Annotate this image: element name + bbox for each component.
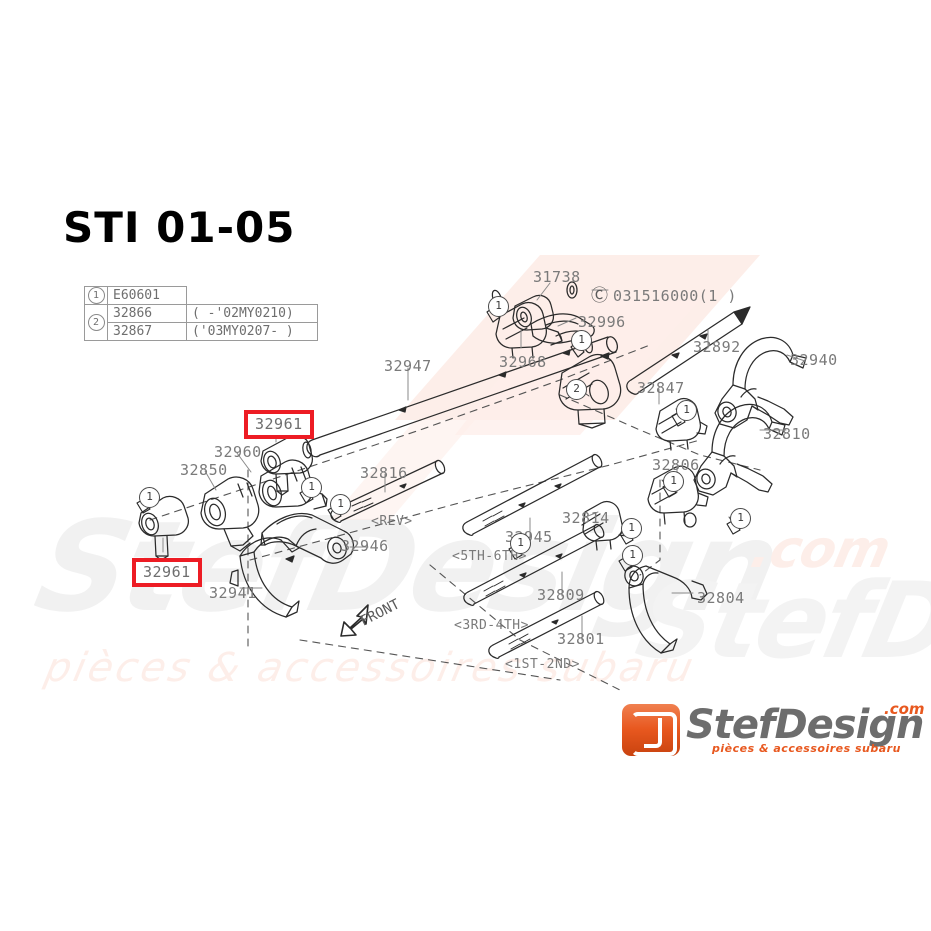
part-label-0315160001: 031516000(1 ) xyxy=(613,287,737,305)
part-label-32801: 32801 xyxy=(557,630,605,648)
part-label-32809: 32809 xyxy=(537,586,585,604)
circle-number-2: 2 xyxy=(87,314,105,331)
callout-bubble-1: 1 xyxy=(510,533,531,554)
part-label-32947: 32947 xyxy=(384,357,432,375)
part-label-32961: 32961 xyxy=(132,558,202,587)
legend-row: 1 E60601 xyxy=(84,286,318,305)
logo-badge-icon xyxy=(622,704,680,756)
circle-number-1: 1 xyxy=(87,287,105,304)
legend-index-cell: 1 xyxy=(84,286,108,305)
part-label-32892: 32892 xyxy=(693,338,741,356)
legend-range: ( -'02MY0210) xyxy=(186,304,318,323)
stefdesign-logo[interactable]: StefDesign .com pièces & accessoires sub… xyxy=(622,700,925,762)
part-label-32804: 32804 xyxy=(697,589,745,607)
callout-bubble-1: 1 xyxy=(676,400,697,421)
logo-tagline: pièces & accessoires subaru xyxy=(712,742,901,755)
legend-table: 1 E60601 2 32866 ( -'02MY0210) 32867 ('0… xyxy=(84,286,318,341)
part-label-32940: 32940 xyxy=(790,351,838,369)
legend-row: 2 32866 ( -'02MY0210) xyxy=(84,304,318,341)
legend-row: 32867 ('03MY0207- ) xyxy=(85,322,318,341)
copyright-icon: Ⓒ xyxy=(591,286,609,306)
callout-bubble-2: 2 xyxy=(566,379,587,400)
part-label-32996: 32996 xyxy=(578,313,626,331)
part-label-32968: 32968 xyxy=(499,353,547,371)
part-label-rev: <REV> xyxy=(371,514,413,529)
legend-range: ('03MY0207- ) xyxy=(186,322,318,341)
part-label-32847: 32847 xyxy=(637,379,685,397)
callout-bubble-1: 1 xyxy=(571,330,592,351)
part-label-32850: 32850 xyxy=(180,461,228,479)
part-label-32816: 32816 xyxy=(360,464,408,482)
callout-bubble-1: 1 xyxy=(330,494,351,515)
legend-part-number: 32867 xyxy=(107,322,187,341)
part-label-32814: 32814 xyxy=(562,509,610,527)
callout-bubble-1: 1 xyxy=(488,296,509,317)
part-label-32806: 32806 xyxy=(652,456,700,474)
part-label-1st2nd: <1ST-2ND> xyxy=(505,657,580,672)
callout-bubble-1: 1 xyxy=(621,518,642,539)
part-label-5th6th: <5TH-6TH> xyxy=(452,549,527,564)
part-label-32960: 32960 xyxy=(214,443,262,461)
part-label-3rd4th: <3RD-4TH> xyxy=(454,618,529,633)
part-label-32810: 32810 xyxy=(763,425,811,443)
legend-part-number: 32866 xyxy=(107,304,187,323)
part-label-31738: 31738 xyxy=(533,268,581,286)
part-label-32941: 32941 xyxy=(209,584,257,602)
callout-bubble-1: 1 xyxy=(663,471,684,492)
logo-wordmark: StefDesign xyxy=(686,702,924,748)
callout-bubble-1: 1 xyxy=(139,487,160,508)
part-label-32946: 32946 xyxy=(341,537,389,555)
logo-tld: .com xyxy=(884,700,925,718)
callout-bubble-1: 1 xyxy=(301,477,322,498)
callout-bubble-1: 1 xyxy=(730,508,751,529)
legend-index-cell: 2 xyxy=(84,304,108,341)
part-label-32961: 32961 xyxy=(244,410,314,439)
page-title: STI 01-05 xyxy=(63,203,296,252)
legend-range-empty xyxy=(187,287,318,305)
callout-bubble-1: 1 xyxy=(622,545,643,566)
legend-part-number: E60601 xyxy=(107,286,187,305)
